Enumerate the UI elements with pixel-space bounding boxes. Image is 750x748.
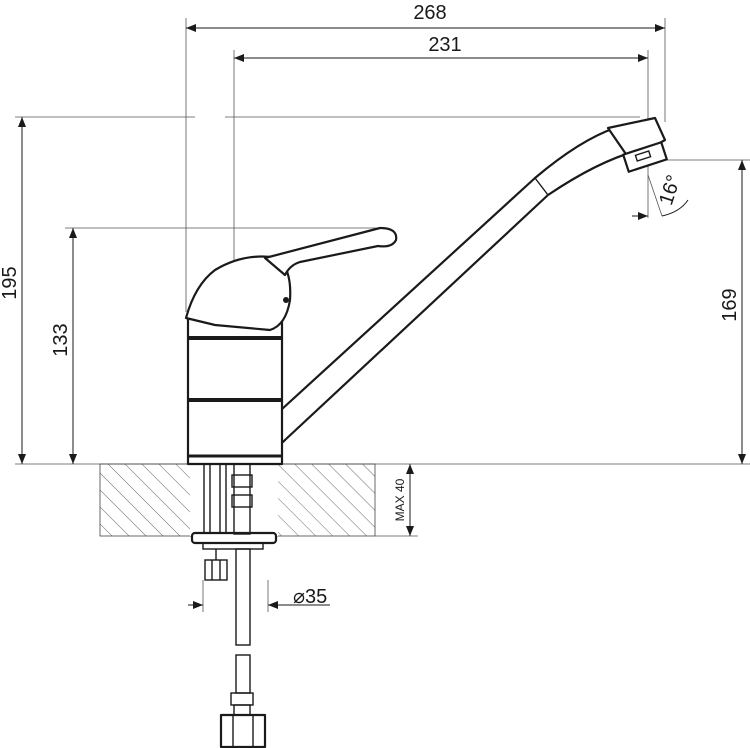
dimension-max40: MAX 40 — [393, 464, 414, 536]
spout — [268, 116, 668, 446]
lever-handle — [184, 226, 398, 332]
dim-label-231: 231 — [428, 34, 461, 56]
dimension-268: 268 — [186, 2, 665, 32]
dimension-133: 133 — [50, 228, 77, 464]
dimension-169: 169 — [719, 160, 746, 464]
dim-label-133: 133 — [50, 323, 72, 356]
dimension-231: 231 — [234, 34, 648, 62]
dim-label-195: 195 — [0, 266, 21, 299]
dimension-diameter-35: ⌀35 — [188, 586, 330, 609]
mounting-hardware — [190, 461, 278, 581]
dim-label-max40: MAX 40 — [393, 478, 407, 521]
dim-label-169: 169 — [719, 288, 741, 321]
dim-label-268: 268 — [413, 2, 446, 24]
dim-label-16deg: 16° — [655, 172, 685, 208]
extension-lines — [15, 18, 750, 612]
supply-hose — [219, 461, 267, 748]
dim-label-35: ⌀35 — [293, 586, 327, 608]
faucet-body — [186, 310, 284, 466]
dimension-195: 195 — [0, 117, 26, 464]
